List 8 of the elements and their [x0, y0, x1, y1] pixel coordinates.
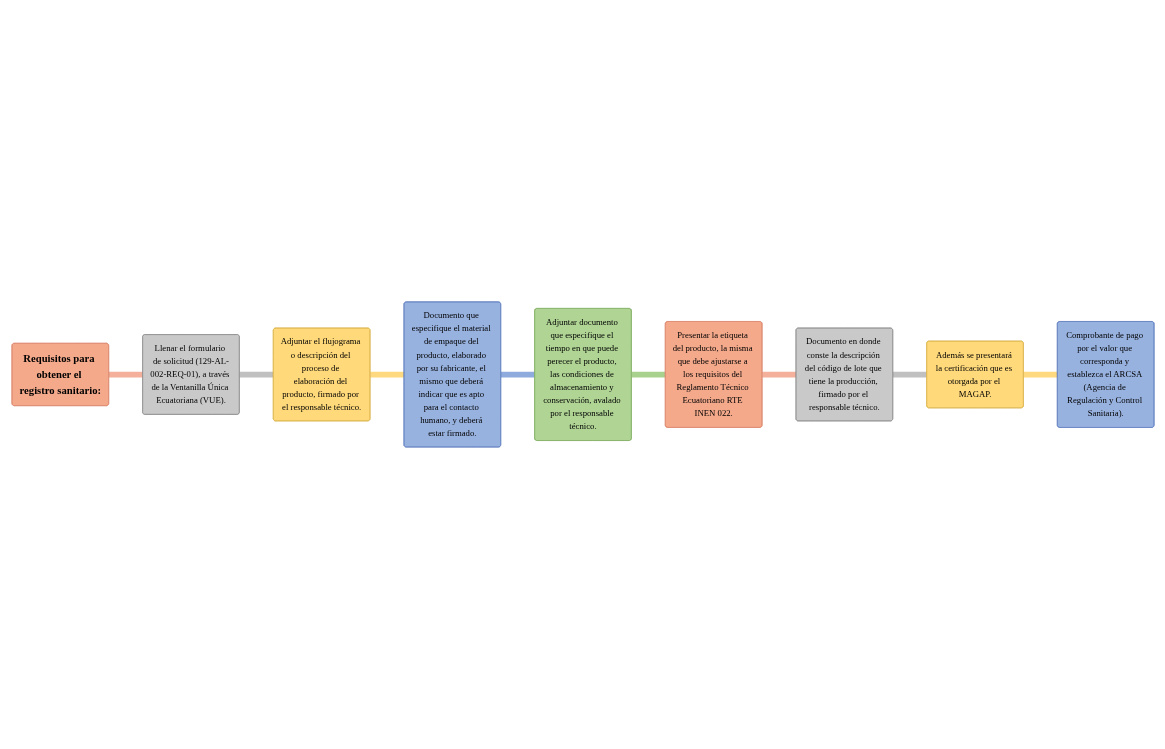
- connector: [631, 371, 666, 378]
- connector: [761, 371, 796, 378]
- connector: [892, 371, 927, 378]
- connector: [108, 371, 143, 378]
- connector: [500, 371, 535, 378]
- connector: [369, 371, 404, 378]
- connector: [239, 371, 274, 378]
- connector: [1023, 371, 1058, 378]
